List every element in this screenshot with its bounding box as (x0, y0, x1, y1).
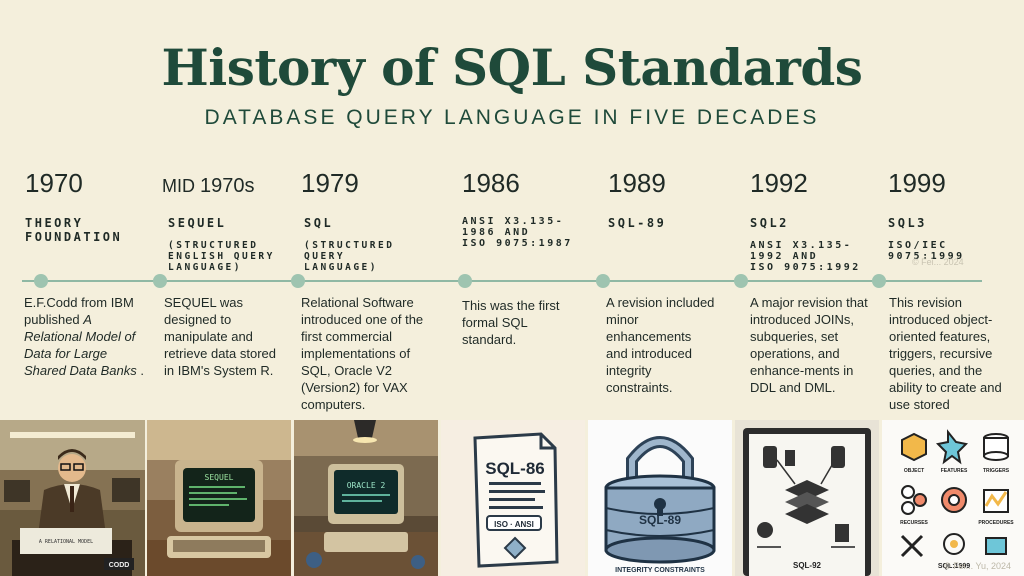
event-sql2: SQL2 (750, 216, 789, 230)
timeline-dot (153, 274, 167, 288)
year-1979: 1979 (301, 168, 359, 198)
sql1999-icon-label: FEATURES (941, 468, 968, 474)
sql89-padlock-illustration: SQL-89 INTEGRITY CONSTRAINTS (588, 420, 732, 576)
event-sql-sub: (STRUCTURED QUERY LANGUAGE) (304, 240, 395, 273)
event-sql3-sub: ISO/IEC 9075:1999 (888, 240, 965, 262)
event-sql2-sub: ANSI X3.135- 1992 AND ISO 9075:1992 (750, 240, 861, 273)
desc-1999: This revision introduced object-oriented… (889, 295, 1002, 412)
sql92-diagram-illustration: SQL-92 (735, 420, 879, 576)
page-subtitle: DATABASE QUERY LANGUAGE IN FIVE DECADES (204, 106, 820, 129)
sql1999-icon-label: TRIGGERS (983, 468, 1010, 474)
sql1999-label: SQL:1999 (938, 563, 970, 570)
sql89-caption: INTEGRITY CONSTRAINTS (615, 567, 705, 574)
year-1986: 1986 (462, 168, 520, 198)
page-title: History of SQL Standards (161, 38, 863, 97)
timeline-dot (734, 274, 748, 288)
sql1999-icon-label: PROCEDURES (978, 520, 1014, 526)
timeline-line (22, 280, 982, 282)
sql1999-icon-label: RECURSES (900, 520, 928, 526)
desc-1970: E.F.Codd from IBM published A Relational… (24, 295, 144, 378)
sql86-document-illustration: SQL-86 ISO · ANSI (441, 420, 585, 576)
year-1999: 1999 (888, 168, 946, 198)
timeline-dot (291, 274, 305, 288)
desc-1989: A revision included minor enhancements a… (606, 295, 715, 395)
event-sql89: SQL-89 (608, 216, 667, 230)
year-1970: 1970 (25, 168, 83, 198)
watermark: © Fei... 2024 (912, 257, 964, 267)
event-sequel: SEQUEL (168, 216, 227, 230)
event-sql3: SQL3 (888, 216, 927, 230)
sql92-label: SQL-92 (793, 561, 822, 570)
desc-1986: This was the first formal SQL standard. (462, 298, 560, 347)
event-sequel-sub: (STRUCTURED ENGLISH QUERY LANGUAGE) (168, 240, 275, 273)
year-mid-1970s: MID 1970s (162, 175, 255, 197)
event-ansi-1986: ANSI X3.135- 1986 AND ISO 9075:1987 (462, 216, 573, 249)
oracle-terminal-illustration: ORACLE 2 (294, 420, 438, 576)
sql86-label: SQL-86 (485, 459, 545, 478)
oracle-screen-text: ORACLE 2 (347, 481, 386, 490)
desc-1992: A major revision that introduced JOINs, … (750, 295, 868, 395)
year-1992: 1992 (750, 168, 808, 198)
codd-paper-text: A RELATIONAL MODEL (39, 539, 93, 545)
timeline-dot (34, 274, 48, 288)
sequel-terminal-illustration: SEQUEL (147, 420, 291, 576)
timeline-dot (458, 274, 472, 288)
timeline-dot (872, 274, 886, 288)
event-sql: SQL (304, 216, 334, 230)
sql89-label: SQL-89 (639, 513, 681, 527)
sql86-tag: ISO · ANSI (494, 520, 534, 529)
sql1999-icon-label: OBJECT (904, 468, 924, 474)
sql1999-icons-illustration: OBJECT FEATURES TRIGGERS RECURSES PROCED… (882, 420, 1024, 576)
codd-illustration: A RELATIONAL MODEL CODD (0, 420, 145, 576)
desc-1979: Relational Software introduced one of th… (301, 295, 424, 412)
sequel-screen-text: SEQUEL (205, 473, 234, 482)
event-theory-foundation: THEORY FOUNDATION (25, 216, 123, 244)
timeline-dot (596, 274, 610, 288)
year-1989: 1989 (608, 168, 666, 198)
desc-mid-1970s: SEQUEL was designed to manipulate and re… (164, 295, 277, 378)
watermark: © Fei... Yu, 2024 (944, 561, 1012, 571)
codd-sign-text: CODD (109, 562, 130, 569)
